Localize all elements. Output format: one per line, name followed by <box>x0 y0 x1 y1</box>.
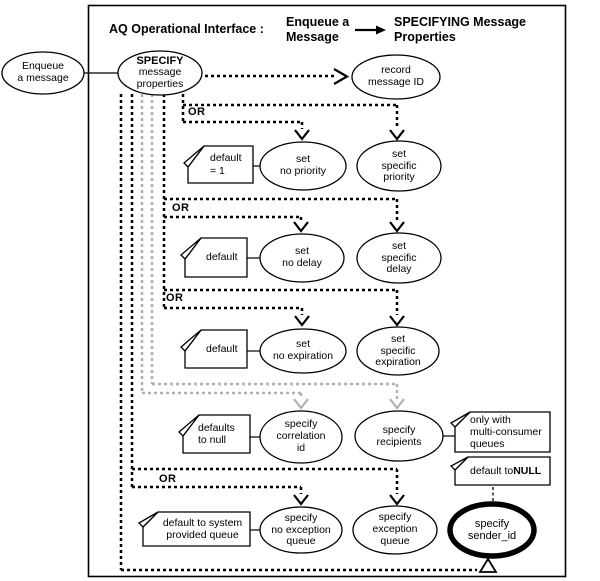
set-specific-priority-label: set specific priority <box>381 147 417 184</box>
connector-row5-to-no-exception-queue <box>132 485 303 494</box>
note-multi-consumer-label: only with multi-consumer queues <box>470 413 542 451</box>
ellipse-set-no-priority <box>259 141 347 191</box>
ellipse-enqueue-a-message <box>1 51 85 95</box>
connector-row1-to-no-priority <box>183 120 304 129</box>
ellipse-specify-message-properties <box>117 50 203 96</box>
set-no-delay-label: set no delay <box>282 245 322 269</box>
arrowhead-no-delay-icon <box>293 221 309 233</box>
title-flow-arrow-icon <box>355 25 386 35</box>
arrowhead-exception-queue-icon <box>389 494 405 506</box>
arrowhead-specific-expiration-icon <box>389 315 405 327</box>
doc-fold-2-icon <box>180 237 202 260</box>
specify-no-exception-queue-label: specify no exception queue <box>271 511 331 548</box>
ellipse-set-specific-expiration <box>356 326 440 376</box>
connector-row2-to-specific-delay <box>164 197 399 221</box>
doc-default-2-label: default <box>206 251 238 264</box>
or-label-2: OR <box>172 202 190 214</box>
set-specific-delay-label: set specific delay <box>381 239 417 276</box>
specify-sender-id-label: specify sender_id <box>467 517 517 542</box>
connector-row3-to-no-expiration <box>164 306 304 315</box>
doc-fold-5-icon <box>137 511 159 528</box>
doc-system-queue-label: default to system provided queue <box>162 516 243 541</box>
set-no-priority-label: set no priority <box>279 153 327 177</box>
specify-exception-queue-label: specify exception queue <box>372 511 418 547</box>
outer-frame <box>87 4 567 578</box>
specify-correlation-id-label: specify correlation id <box>276 418 326 454</box>
connector-gray-to-correlation-id <box>140 94 303 399</box>
arrowhead-no-priority-icon <box>294 129 310 141</box>
specify-properties-body: message properties <box>136 66 184 91</box>
note-default-null-label: default to NULL <box>455 457 550 485</box>
ellipse-set-specific-priority <box>356 140 442 192</box>
connector-row3-to-specific-expiration <box>164 288 399 315</box>
note-default-null-value: NULL <box>513 464 542 477</box>
ellipse-specify-correlation-id <box>259 410 343 464</box>
arrowhead-recipients-icon <box>389 398 405 410</box>
ellipse-set-specific-delay <box>356 232 442 284</box>
set-no-expiration-label: set no expiration <box>272 338 334 362</box>
doc-fold-1-icon <box>183 145 205 168</box>
arrowhead-sender-id-icon <box>478 557 498 573</box>
set-specific-expiration-label: set specific expiration <box>375 332 421 369</box>
connector-bottom-to-sender-id <box>119 94 477 572</box>
doc-fold-3-icon <box>180 329 202 352</box>
doc-default-3-label: default <box>206 342 238 355</box>
ellipse-record-message-id <box>351 54 441 100</box>
specify-properties-label: SPECIFY message properties <box>118 50 202 96</box>
arrowhead-record-icon <box>333 68 350 85</box>
doc-defaults-to-null-label: defaults to null <box>198 421 235 446</box>
note-fold-default-null-icon <box>449 456 469 471</box>
arrowhead-correlation-id-icon <box>293 398 309 410</box>
arrowhead-no-expiration-icon <box>294 315 310 327</box>
note-default-null-prefix: default to <box>470 464 514 477</box>
ellipse-specify-exception-queue <box>352 505 438 555</box>
doc-fold-4-icon <box>178 414 200 437</box>
arrowhead-specific-priority-icon <box>389 129 405 141</box>
connector-row2-to-no-delay <box>164 215 303 221</box>
arrowhead-no-exception-queue-icon <box>293 494 309 506</box>
arrowhead-specific-delay-icon <box>389 221 405 233</box>
connector-row5-to-exception-queue <box>132 467 399 494</box>
title-subject: SPECIFYING Message Properties <box>394 15 526 44</box>
or-label-1: OR <box>188 106 206 118</box>
ellipse-set-no-expiration <box>259 328 347 374</box>
record-message-id-label: record message ID <box>367 64 425 88</box>
enqueue-message-label: Enqueue a message <box>17 60 69 84</box>
or-label-4: OR <box>159 473 177 485</box>
page-title: AQ Operational Interface : <box>109 22 264 36</box>
connector-gray-to-recipients <box>150 94 399 399</box>
ellipse-specify-no-exception-queue <box>259 506 343 554</box>
title-action: Enqueue a Message <box>286 15 350 44</box>
specify-recipients-label: specify recipients <box>376 423 422 448</box>
note-fold-multi-consumer-icon <box>449 411 471 428</box>
ellipse-specify-sender-id <box>447 501 537 559</box>
connector-row1-to-specific-priority <box>183 103 399 129</box>
ellipse-set-no-delay <box>259 233 345 283</box>
or-label-3: OR <box>166 292 184 304</box>
specify-properties-head: SPECIFY <box>136 55 184 68</box>
doc-default-1-label: default = 1 <box>210 152 242 177</box>
ellipse-specify-recipients <box>354 410 444 462</box>
